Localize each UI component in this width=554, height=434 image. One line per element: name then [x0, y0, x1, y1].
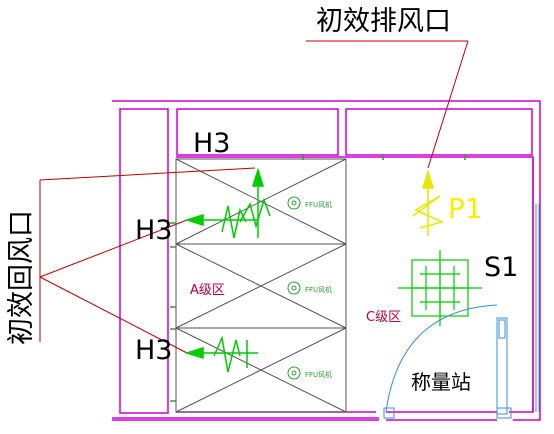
zone-a-label: A级区	[190, 283, 225, 298]
leader-lines	[39, 40, 469, 354]
left-column	[119, 108, 169, 414]
ffu-fan-icon	[287, 281, 301, 295]
outer-wall	[112, 100, 541, 421]
supply-air-top	[239, 167, 271, 238]
h3-label-mid: H3	[135, 215, 172, 246]
supply-air-arrow-icon	[251, 167, 265, 187]
ffu-label: FFU风机	[305, 370, 332, 379]
top-duct-right	[345, 108, 533, 156]
a-zone-grid	[175, 158, 347, 413]
ffu-fan-1: FFU风机	[287, 196, 332, 210]
ffu-fan-icon	[287, 196, 301, 210]
door-swing-icon	[383, 304, 512, 419]
top-duct-left	[176, 108, 339, 156]
ffu-fan-3: FFU风机	[287, 366, 332, 380]
ffu-fan-2: FFU风机	[287, 281, 332, 295]
weighing-hood-s1	[398, 250, 482, 326]
h3-label-top: H3	[193, 128, 230, 159]
ffu-label: FFU风机	[305, 200, 332, 209]
ffu-label: FFU风机	[305, 285, 332, 294]
wall-ticks	[170, 154, 466, 402]
supply-air-arrow-icon	[184, 346, 204, 360]
zone-c-label: C级区	[366, 310, 401, 325]
room-name-label: 称量站	[411, 370, 471, 394]
s1-label: S1	[484, 252, 518, 283]
return-leader-top	[39, 167, 256, 181]
supply-air-arrow-icon	[184, 213, 204, 227]
return-outlet-label: 初效回风口	[6, 210, 37, 345]
h3-label-low: H3	[135, 335, 172, 366]
return-leader-mid	[39, 219, 188, 278]
p1-label: P1	[448, 192, 483, 225]
supply-air-low	[184, 335, 258, 373]
exhaust-air-p1	[412, 169, 445, 236]
right-window	[535, 204, 540, 412]
return-leader-low	[39, 276, 188, 354]
exhaust-air-arrow-icon	[421, 169, 435, 189]
supply-air-mid	[184, 205, 258, 239]
exhaust-leader	[427, 40, 469, 169]
ffu-fan-icon	[287, 366, 301, 380]
exhaust-outlet-label: 初效排风口	[316, 6, 451, 37]
